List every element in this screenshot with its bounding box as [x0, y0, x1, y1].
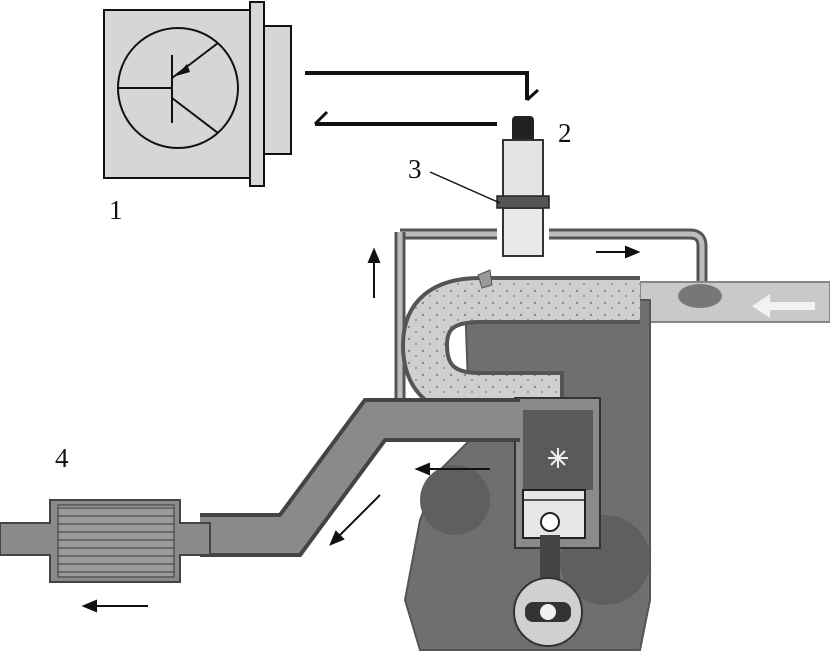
flow-arrow-icon	[752, 294, 815, 318]
flow-arrow-icon	[596, 245, 641, 259]
intake-junction	[678, 284, 722, 308]
ecu-connector	[263, 25, 292, 155]
oxygen-sensor	[496, 116, 550, 257]
cylinder	[513, 397, 601, 647]
sensor-probe	[502, 207, 544, 257]
signal-wire-out	[305, 71, 529, 100]
piston-icon	[522, 489, 586, 539]
signal-wires	[305, 71, 540, 126]
transistor-icon	[117, 27, 239, 149]
flow-arrows	[81, 245, 641, 613]
intake-bend-mixture	[404, 280, 640, 420]
label-oxygen-sensor: 2	[558, 118, 572, 148]
flow-arrow-icon	[81, 599, 148, 613]
ecu-unit	[103, 1, 292, 187]
intake-pipe	[639, 281, 830, 323]
sensor-body	[502, 139, 544, 199]
label-sensor-gasket: 3	[408, 154, 422, 184]
flow-arrow-icon	[367, 247, 381, 298]
sensor-gasket	[496, 195, 550, 209]
ecu-flange	[249, 1, 265, 187]
leader-line-3	[429, 171, 501, 204]
spark-icon	[548, 448, 568, 468]
label-ecu: 1	[109, 195, 123, 225]
catalytic-converter	[0, 499, 211, 583]
label-catalytic-converter: 4	[55, 443, 69, 473]
flow-arrow-icon	[414, 462, 490, 476]
crankshaft-icon	[513, 577, 583, 647]
exhaust-loop-pipe	[400, 228, 708, 282]
exhaust-manifold	[200, 402, 520, 553]
sensor-terminal	[512, 116, 534, 142]
injector	[477, 269, 493, 289]
flow-arrow-icon	[329, 494, 381, 546]
